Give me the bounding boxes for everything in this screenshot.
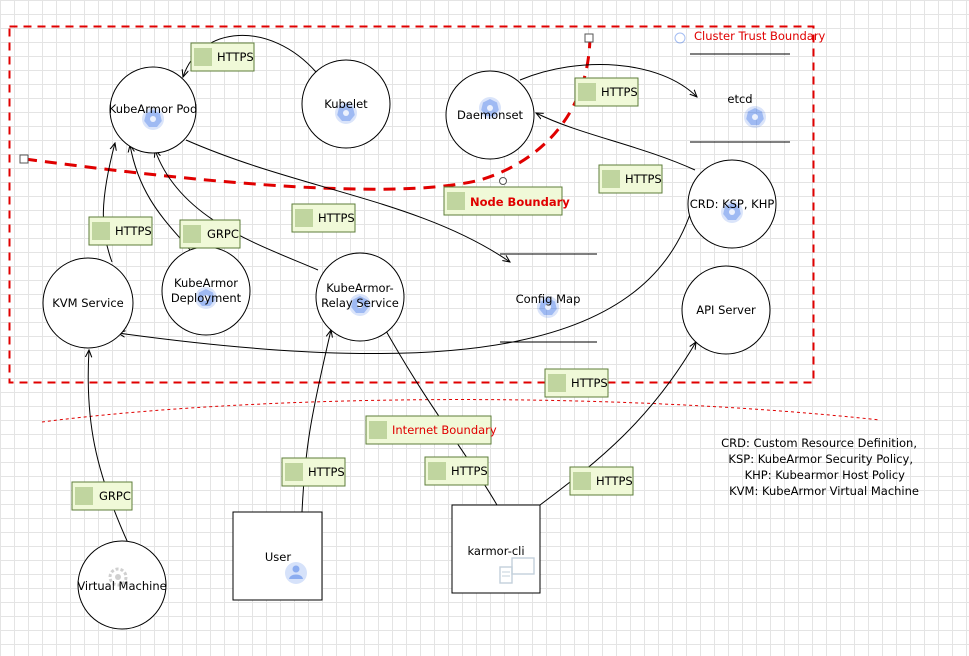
- flow-protocol: HTTPS: [596, 474, 633, 488]
- flow-label-daemonset-etcd-https[interactable]: HTTPS: [574, 77, 639, 107]
- node-kubearmor-deployment[interactable]: KubeArmor Deployment: [161, 246, 251, 336]
- user-icon: [285, 562, 307, 584]
- flow-label-pod-configmap-https[interactable]: HTTPS: [291, 203, 356, 233]
- flow-protocol: GRPC: [207, 227, 239, 241]
- grpc-icon: [75, 487, 93, 505]
- node-label: API Server: [696, 303, 756, 317]
- terminal-icon: [499, 557, 535, 584]
- cluster-trust-boundary[interactable]: [8, 25, 815, 384]
- flow-protocol: HTTPS: [451, 464, 488, 478]
- node-label-line2: Deployment: [171, 291, 242, 305]
- flow-cli-to-api-server[interactable]: [539, 342, 696, 506]
- flow-crd-to-daemonset[interactable]: [536, 113, 696, 171]
- flow-label-deployment-pod-grpc[interactable]: GRPC: [179, 219, 241, 249]
- lock-key-icon: [602, 170, 620, 188]
- flow-user-to-relay[interactable]: [301, 330, 331, 513]
- entity-label: karmor-cli: [467, 544, 524, 558]
- flow-crd-to-kvm[interactable]: [118, 204, 694, 355]
- node-label: KubeArmor Pod: [109, 102, 198, 116]
- flow-label-cli-relay-https[interactable]: HTTPS: [424, 456, 489, 486]
- internet-boundary-label[interactable]: Internet Boundary: [365, 415, 497, 445]
- flow-label-crd-kvm-https[interactable]: HTTPS: [544, 368, 609, 398]
- node-api-server[interactable]: API Server: [681, 265, 771, 355]
- lock-key-icon: [548, 374, 566, 392]
- flow-protocol: HTTPS: [625, 172, 662, 186]
- flow-vm-to-kvm[interactable]: [88, 350, 129, 544]
- flow-protocol: HTTPS: [601, 85, 638, 99]
- flow-label-crd-daemonset-https[interactable]: HTTPS: [598, 164, 663, 194]
- flow-protocol: HTTPS: [571, 376, 608, 390]
- store-etcd[interactable]: etcd: [690, 53, 790, 143]
- lock-key-icon: [573, 472, 591, 490]
- node-label: Daemonset: [457, 108, 524, 122]
- legend-line: KVM: KubeArmor Virtual Machine: [729, 484, 919, 498]
- node-boundary-text: Node Boundary: [470, 195, 570, 209]
- lock-key-icon: [428, 462, 446, 480]
- flow-label-user-relay-https[interactable]: HTTPS: [281, 457, 346, 487]
- flow-label-vm-kvm-grpc[interactable]: GRPC: [71, 481, 133, 511]
- legend-line: CRD: Custom Resource Definition,: [721, 436, 917, 450]
- puzzle-icon: [447, 192, 465, 210]
- puzzle-icon: [369, 421, 387, 439]
- node-virtual-machine[interactable]: Virtual Machine: [77, 540, 167, 630]
- kubernetes-etcd-icon: [744, 106, 766, 128]
- gear-icon: [108, 567, 128, 587]
- lock-key-icon: [285, 463, 303, 481]
- cluster-boundary-text: Cluster Trust Boundary: [694, 29, 826, 43]
- lock-key-icon: [578, 83, 596, 101]
- node-boundary-handle-left[interactable]: [19, 154, 29, 164]
- flow-label-cli-api-https[interactable]: HTTPS: [569, 466, 634, 496]
- flow-kvm-to-pod[interactable]: [102, 143, 115, 263]
- node-boundary-line[interactable]: [24, 37, 592, 191]
- boundary-icon: [674, 32, 686, 44]
- node-label: Kubelet: [324, 97, 368, 111]
- node-kubearmor-relay-service[interactable]: KubeArmor- Relay Service: [315, 252, 405, 342]
- legend-line: KHP: Kubearmor Host Policy: [745, 468, 906, 482]
- node-crd[interactable]: CRD: KSP, KHP: [687, 159, 777, 249]
- node-label-line1: KubeArmor-: [326, 281, 393, 295]
- node-boundary-label[interactable]: Node Boundary: [443, 186, 570, 216]
- grpc-icon: [183, 225, 201, 243]
- node-label: CRD: KSP, KHP: [690, 197, 775, 211]
- internet-boundary-text: Internet Boundary: [392, 423, 497, 437]
- node-label-line1: KubeArmor: [174, 276, 238, 290]
- lock-key-icon: [92, 222, 110, 240]
- node-label: Virtual Machine: [77, 579, 166, 593]
- node-label: KVM Service: [52, 296, 124, 310]
- node-kubelet[interactable]: Kubelet: [301, 59, 391, 149]
- flow-label-kubelet-pod-https[interactable]: HTTPS: [190, 42, 255, 72]
- flow-protocol: HTTPS: [318, 211, 355, 225]
- node-label-line2: Relay Service: [321, 296, 399, 310]
- flow-protocol: HTTPS: [308, 465, 345, 479]
- node-boundary-handle-top[interactable]: [584, 33, 594, 43]
- internet-boundary-line[interactable]: [41, 399, 881, 423]
- store-config-map[interactable]: Config Map: [500, 253, 597, 343]
- store-label: Config Map: [516, 292, 581, 306]
- entity-user[interactable]: User: [232, 511, 323, 601]
- lock-key-icon: [194, 48, 212, 66]
- entity-karmor-cli[interactable]: karmor-cli: [451, 504, 541, 594]
- node-kubearmor-pod[interactable]: KubeArmor Pod: [109, 66, 198, 154]
- flow-daemonset-to-etcd[interactable]: [519, 64, 697, 97]
- entity-label: User: [265, 550, 291, 564]
- flow-protocol: GRPC: [99, 489, 131, 503]
- flow-label-kvm-pod-https[interactable]: HTTPS: [88, 216, 153, 246]
- flow-protocol: HTTPS: [115, 224, 152, 238]
- legend: CRD: Custom Resource Definition, KSP: Ku…: [721, 436, 919, 498]
- cluster-boundary-label: Cluster Trust Boundary: [674, 29, 826, 44]
- node-kvm-service[interactable]: KVM Service: [42, 257, 134, 349]
- node-boundary-handle-center[interactable]: [499, 177, 507, 185]
- flow-pod-to-config-map[interactable]: [185, 139, 510, 262]
- store-label: etcd: [727, 92, 752, 106]
- node-daemonset[interactable]: Daemonset: [445, 70, 535, 160]
- legend-line: KSP: KubeArmor Security Policy,: [728, 452, 913, 466]
- lock-key-icon: [295, 209, 313, 227]
- flow-protocol: HTTPS: [217, 50, 254, 64]
